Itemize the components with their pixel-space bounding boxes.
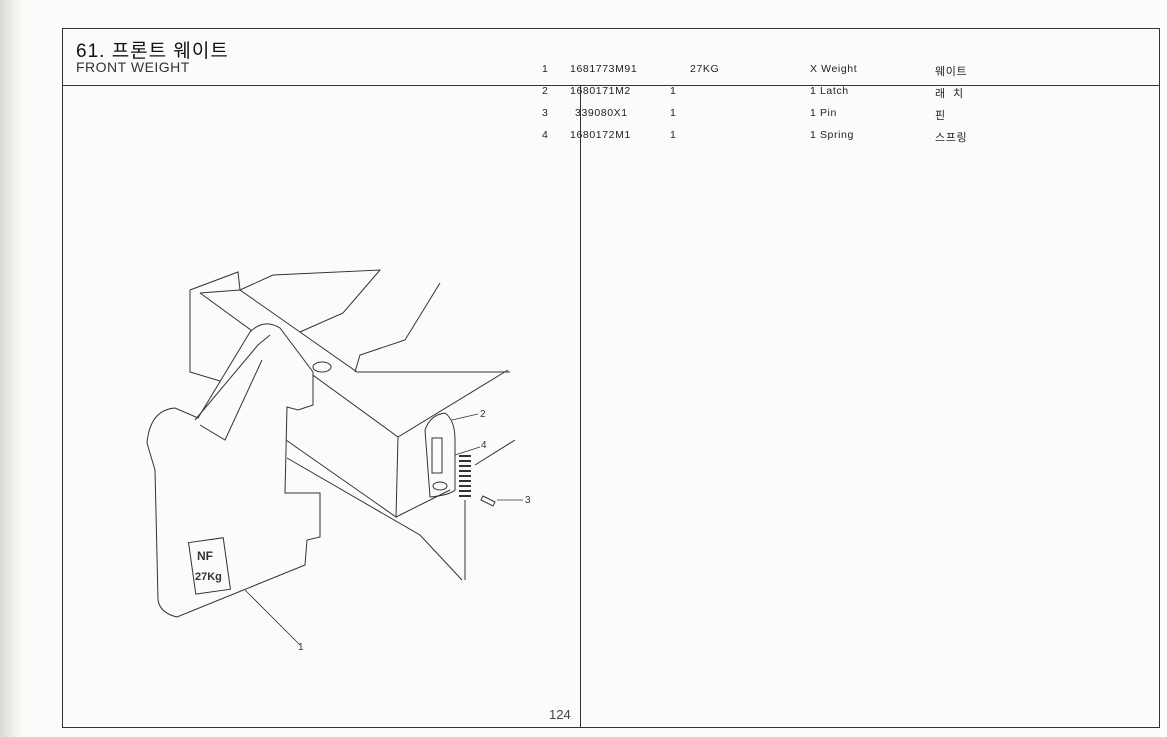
quantity: 1	[670, 107, 677, 119]
page-header: 61. 프론트 웨이트 FRONT WEIGHT	[63, 29, 1159, 86]
parts-row: 4 1680172M1 1 1 Spring 스프링	[540, 129, 1060, 151]
pin-part	[480, 495, 496, 507]
scan-binding-edge	[0, 0, 22, 737]
description: 1 Latch	[810, 85, 849, 97]
page-title-english: FRONT WEIGHT	[76, 59, 190, 75]
item-number: 2	[542, 85, 549, 97]
callout-leaders	[244, 413, 523, 646]
page-number: 124	[549, 707, 571, 722]
column-divider	[580, 86, 581, 727]
parts-row: 1 1681773M91 27KG X Weight 웨이트	[540, 63, 1060, 85]
callout-4: 4	[481, 440, 487, 451]
spring-part	[459, 439, 516, 580]
description: 1 Spring	[810, 129, 854, 141]
name-korean: 래 치	[935, 88, 964, 100]
page-title-korean: 61. 프론트 웨이트	[76, 41, 229, 62]
parts-list: 1 1681773M91 27KG X Weight 웨이트 2 1680171…	[540, 63, 1060, 151]
latch-part	[424, 412, 456, 498]
item-number: 1	[542, 63, 549, 75]
part-number: 339080X1	[575, 107, 628, 119]
quantity: 27KG	[690, 63, 720, 75]
description: X Weight	[810, 63, 858, 75]
description: 1 Pin	[810, 107, 837, 119]
item-number: 4	[542, 129, 549, 141]
front-weight-part: NF 27Kg	[146, 323, 321, 618]
name-korean: 스프링	[935, 132, 968, 144]
callout-1: 1	[298, 642, 304, 653]
parts-row: 3 339080X1 1 1 Pin 핀	[540, 107, 1060, 129]
part-number: 1680172M1	[570, 129, 631, 141]
callout-3: 3	[525, 495, 531, 506]
callout-2: 2	[480, 409, 486, 420]
part-number: 1681773M91	[570, 63, 638, 75]
name-korean: 웨이트	[935, 66, 968, 78]
weight-marking-27kg: 27Kg	[195, 571, 222, 583]
catalog-page-frame: 61. 프론트 웨이트 FRONT WEIGHT 124	[62, 28, 1160, 728]
part-number: 1680171M2	[570, 85, 631, 97]
name-korean: 핀	[935, 110, 946, 122]
quantity: 1	[670, 85, 677, 97]
weight-marking-plate	[187, 537, 232, 595]
item-number: 3	[542, 107, 549, 119]
weight-marking-nf: NF	[197, 549, 213, 563]
quantity: 1	[670, 129, 677, 141]
parts-row: 2 1680171M2 1 1 Latch 래 치	[540, 85, 1060, 107]
